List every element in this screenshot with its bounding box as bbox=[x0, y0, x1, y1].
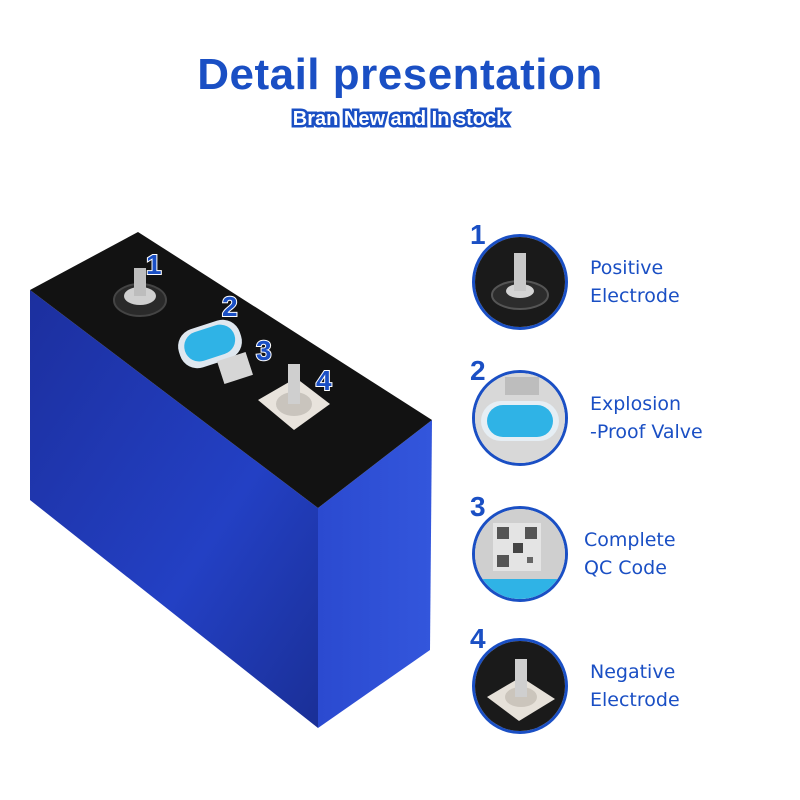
explosion-valve bbox=[178, 319, 242, 369]
detail-item-qc-code: 3 Complete QC Code bbox=[470, 492, 790, 608]
qr-code-icon bbox=[472, 506, 568, 602]
detail-item-positive-electrode: 1 Positive Electrode bbox=[470, 220, 790, 336]
detail-item-negative-electrode: 4 Negative Electrode bbox=[470, 624, 790, 740]
negative-electrode-icon bbox=[472, 638, 568, 734]
callout-number-4: 4 bbox=[315, 365, 333, 397]
page-subtitle: Bran New and In stock bbox=[290, 106, 510, 133]
detail-label: Positive Electrode bbox=[590, 257, 680, 307]
detail-label: Complete QC Code bbox=[584, 529, 676, 579]
explosion-valve-icon bbox=[472, 370, 568, 466]
detail-number: 4 bbox=[470, 623, 486, 654]
callout-number-3: 3 bbox=[255, 335, 273, 367]
negative-terminal bbox=[258, 364, 330, 430]
positive-electrode-icon bbox=[472, 234, 568, 330]
detail-label: Explosion -Proof Valve bbox=[590, 393, 703, 443]
positive-terminal bbox=[113, 268, 167, 317]
detail-number: 2 bbox=[470, 355, 486, 386]
callout-number-1: 1 bbox=[145, 249, 163, 281]
detail-item-explosion-valve: 2 Explosion -Proof Valve bbox=[470, 356, 790, 472]
detail-number: 1 bbox=[470, 219, 486, 250]
page-title: Detail presentation bbox=[197, 50, 603, 99]
detail-number: 3 bbox=[470, 491, 486, 522]
detail-label: Negative Electrode bbox=[590, 661, 680, 711]
battery-front-face bbox=[30, 290, 318, 728]
qr-sticker bbox=[217, 351, 253, 385]
battery-side-face bbox=[318, 420, 432, 728]
callout-number-2: 2 bbox=[221, 291, 239, 323]
